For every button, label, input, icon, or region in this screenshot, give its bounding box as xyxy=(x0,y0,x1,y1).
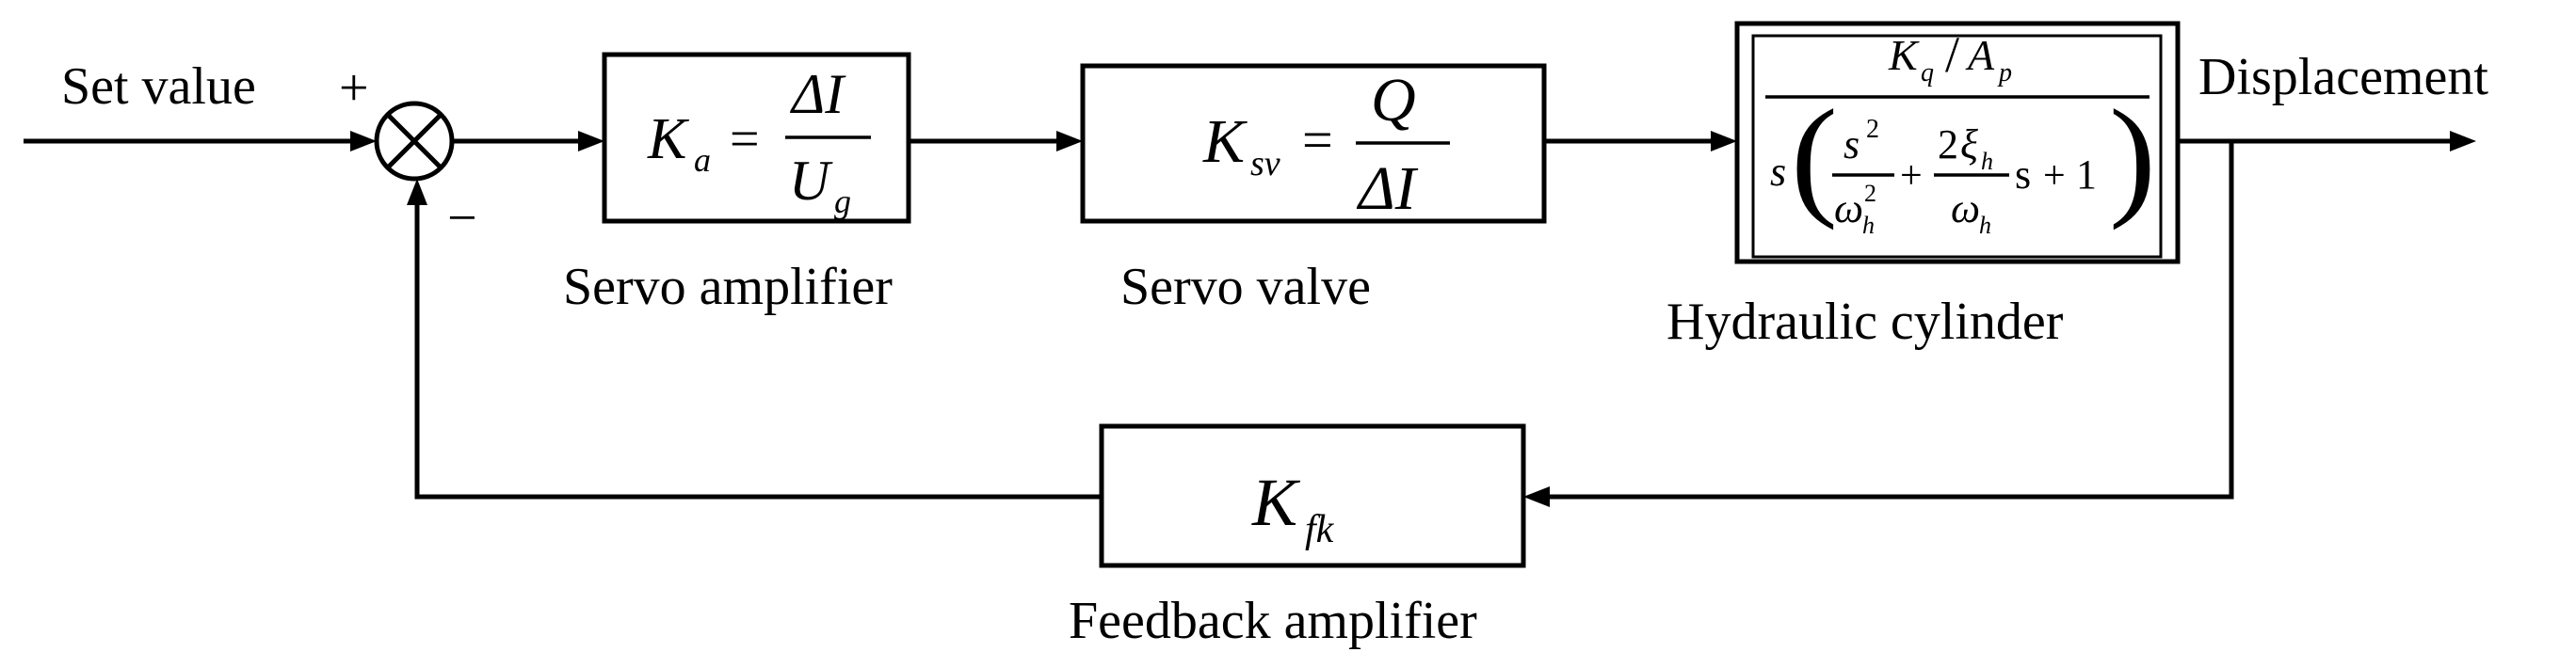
servo-valve-block xyxy=(1080,63,1547,224)
feedback-path-right xyxy=(1544,141,2234,500)
cyl-t2-den-sub: h xyxy=(1979,212,1991,239)
plus-sign: + xyxy=(339,59,369,118)
input-arrowhead xyxy=(350,131,377,151)
valve-equals: = xyxy=(1302,109,1333,170)
cyl-one: 1 xyxy=(2076,151,2097,198)
valve-lhs: K xyxy=(1202,107,1248,176)
cyl-rparen: ) xyxy=(2109,82,2156,231)
cyl-num-k-sub: q xyxy=(1921,58,1934,87)
cyl-t1-den: ω xyxy=(1834,185,1863,231)
output-arrowhead xyxy=(2450,131,2476,151)
input-label: Set value xyxy=(61,57,256,116)
feedback-junction-arrowhead xyxy=(407,179,427,205)
valve-numerator: Q xyxy=(1371,66,1416,135)
cyl-den-s: s xyxy=(1770,149,1786,195)
valve-denominator: ΔI xyxy=(1356,154,1419,223)
amp-input-arrowhead xyxy=(578,131,604,151)
cyl-input-arrowhead xyxy=(1711,131,1737,151)
cyl-t1-den-sup: 2 xyxy=(1864,180,1876,207)
feedback-arrowhead xyxy=(1523,486,1550,507)
cyl-num-a: A xyxy=(1965,31,1995,79)
cyl-num-a-sub: p xyxy=(1997,58,2012,87)
summing-junction xyxy=(374,101,455,182)
fb-lhs-sub: fk xyxy=(1305,508,1335,551)
cyl-plus-2: + xyxy=(2043,154,2066,198)
hydraulic-cylinder-block xyxy=(1734,21,2181,264)
servo-valve-label: Servo valve xyxy=(1120,258,1371,316)
minus-sign: − xyxy=(447,189,477,247)
valve-input-arrowhead xyxy=(1056,131,1083,151)
amp-numerator: ΔI xyxy=(790,63,846,125)
cyl-t2-num: ξ xyxy=(1960,121,1978,167)
cyl-plus-1: + xyxy=(1900,154,1923,198)
cyl-t1-num-sup: 2 xyxy=(1866,115,1879,144)
valve-lhs-sub: sv xyxy=(1250,144,1280,183)
feedback-path-left xyxy=(414,199,1102,500)
cyl-t2-s: s xyxy=(2015,151,2031,198)
cyl-num-k: K xyxy=(1888,31,1920,79)
servo-amplifier-label: Servo amplifier xyxy=(563,258,893,316)
fb-lhs: K xyxy=(1251,465,1301,540)
amp-lhs: K xyxy=(647,107,690,171)
amp-denominator-sub: g xyxy=(834,183,851,220)
cyl-lparen: ( xyxy=(1791,82,1838,231)
amp-lhs-sub: a xyxy=(694,141,711,179)
feedback-amplifier-block xyxy=(1099,423,1526,568)
hydraulic-cylinder-inner-frame xyxy=(1751,34,2163,259)
cyl-t1-den-sub: h xyxy=(1862,212,1875,239)
amp-denominator: U xyxy=(789,150,833,212)
amp-equals: = xyxy=(730,110,760,168)
feedback-amplifier-label: Feedback amplifier xyxy=(1069,592,1477,650)
cyl-t2-den: ω xyxy=(1951,185,1980,231)
cyl-num-slash: / xyxy=(1945,26,1959,83)
cyl-t1-num: s xyxy=(1843,121,1860,167)
cyl-t2-num-sub: h xyxy=(1981,148,1993,175)
hydraulic-cylinder-label: Hydraulic cylinder xyxy=(1666,293,2064,351)
cyl-t2-coef: 2 xyxy=(1938,121,1958,167)
output-label: Displacement xyxy=(2198,48,2488,106)
